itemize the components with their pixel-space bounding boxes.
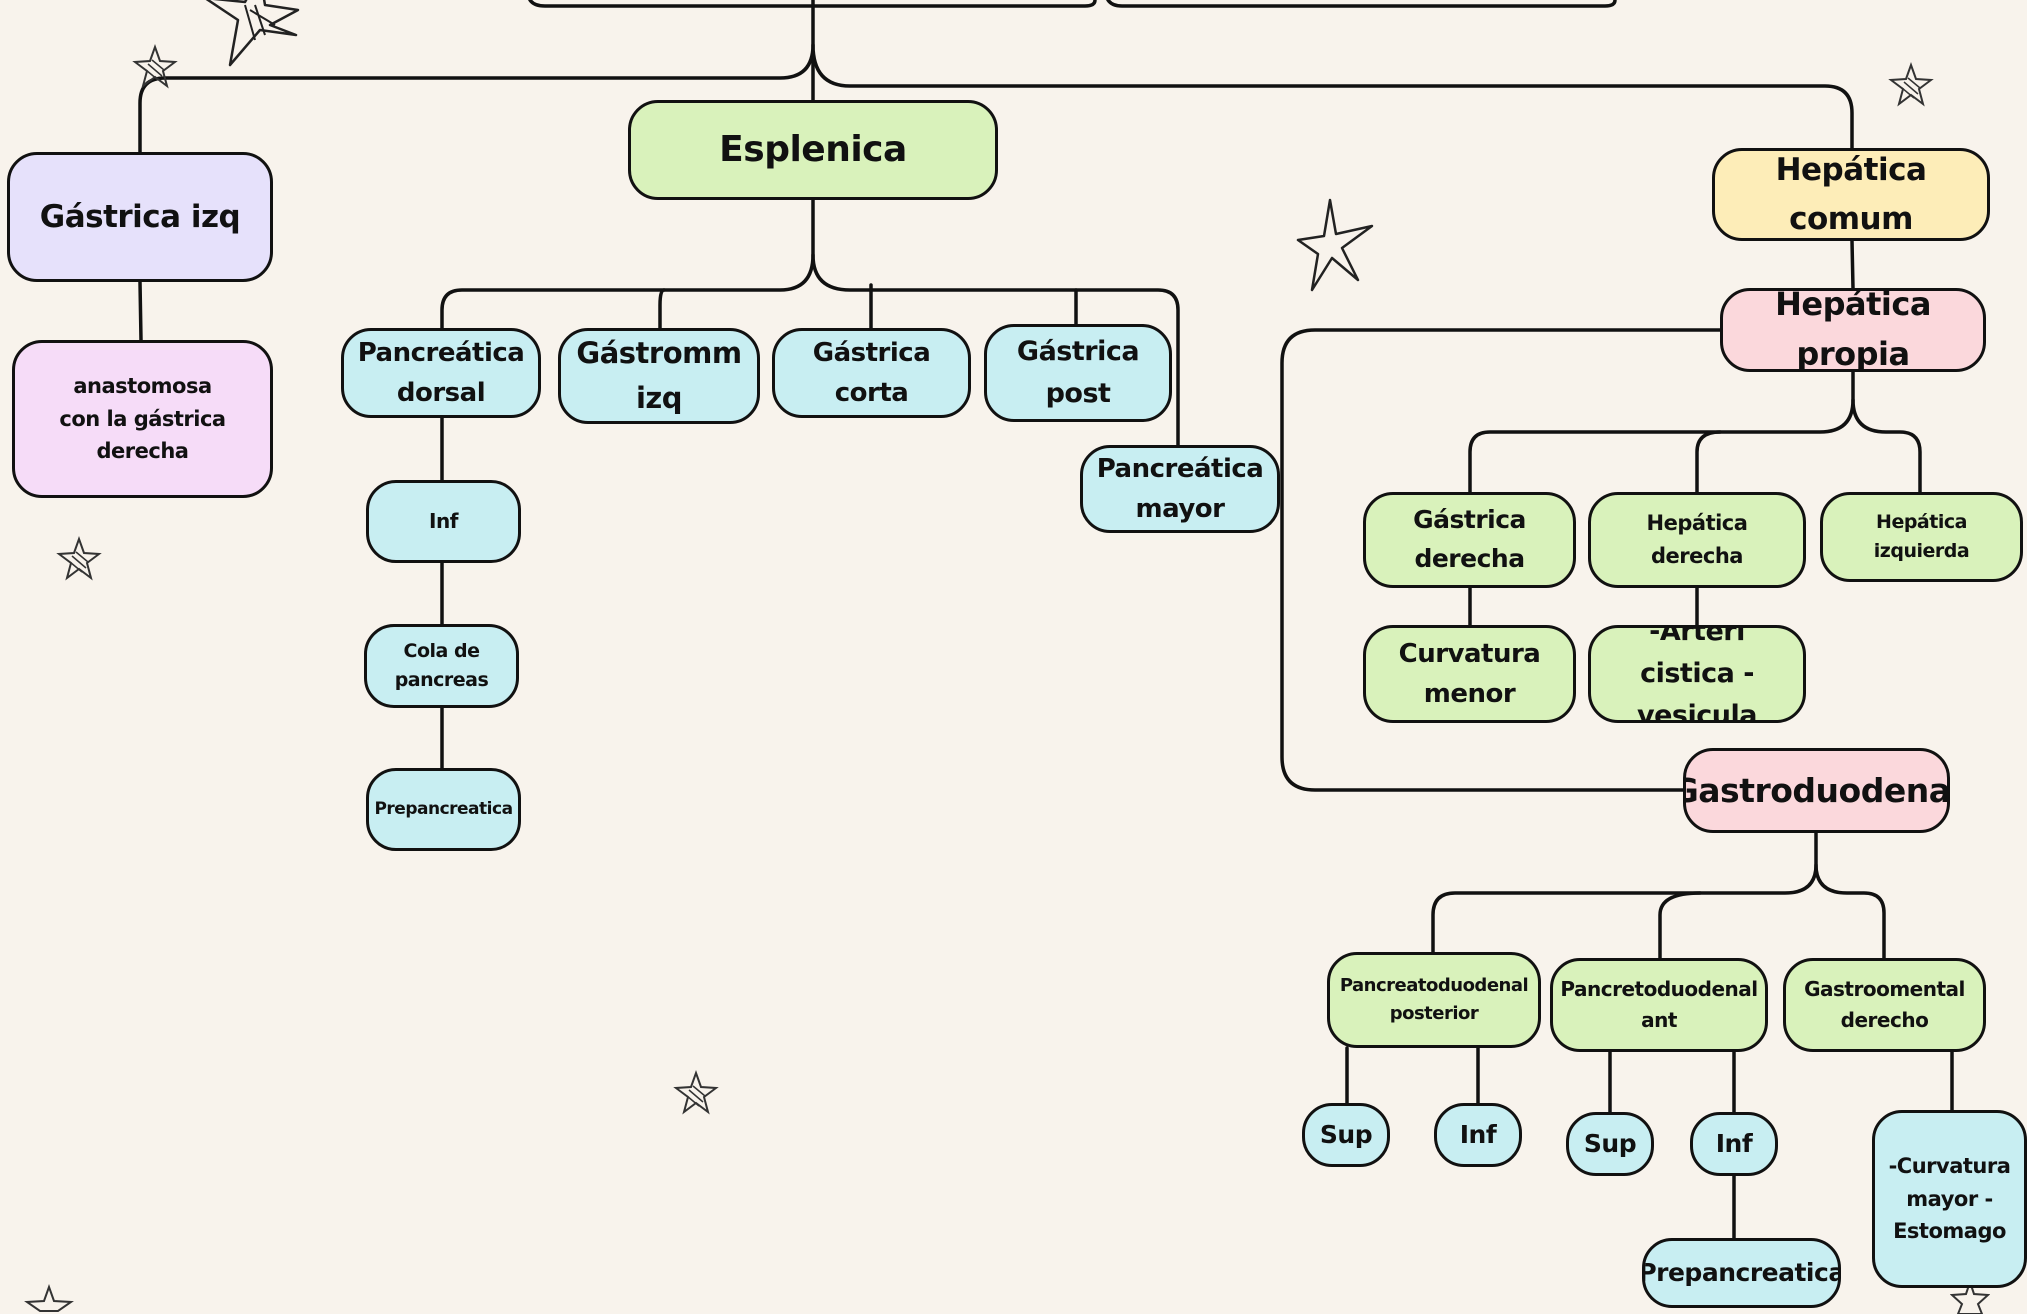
pancreatoduodenal-posterior-label: Pancreatoduodenal posterior [1339,975,1529,1024]
pancreatica-dorsal-label: Pancreática dorsal [357,337,525,408]
gastroduodenal-node: Gastroduodenal [1683,748,1950,833]
prepancreatica-node: Prepancreatica [366,768,521,851]
inf-label: Inf [1715,1128,1753,1158]
inf-node: Inf [1690,1112,1778,1176]
curvatura-menor-node: Curvatura menor [1363,625,1576,723]
star-doodle-icon [205,0,300,67]
star-icon [132,44,178,89]
sup-node: Sup [1302,1103,1390,1167]
gastrica-corta-label: Gástrica corta [812,337,931,408]
pancreatoduodenal-posterior-node: Pancreatoduodenal posterior [1327,952,1541,1048]
prepancreatica-node: Prepancreatica [1642,1238,1841,1308]
sup-label: Sup [1583,1128,1637,1158]
pancretoduodenal-ant-node: Pancretoduodenal ant [1550,958,1768,1052]
pancreatica-dorsal-node: Pancreática dorsal [341,328,541,418]
star-outline-icon [1296,198,1374,292]
cola-de-pancreas-label: Cola de pancreas [394,639,489,691]
gastrica-derecha-label: Gástrica derecha [1413,505,1526,573]
hepatica-comum-label: Hepática comum [1775,152,1927,237]
hepatica-propia-label: Hepática propia [1775,288,1931,372]
star-icon [56,536,102,581]
arteri-cistica-label: -Arteri cistica -vesicula [1637,625,1757,723]
curvatura-mayor-label: -Curvatura mayor -Estomago [1888,1154,2011,1244]
pancreatica-mayor-label: Pancreática mayor [1096,453,1264,524]
inf-label: Inf [429,509,458,533]
curvatura-mayor-node: -Curvatura mayor -Estomago [1872,1110,2027,1288]
gastrica-post-node: Gástrica post [984,324,1172,422]
hepatica-izquierda-node: Hepática izquierda [1820,492,2023,582]
gastromm-izq-node: Gástromm izq [558,328,760,424]
sup-node: Sup [1566,1112,1654,1176]
hepatica-comum-node: Hepática comum [1712,148,1990,241]
star-icon [24,1284,74,1312]
gastrica-corta-node: Gástrica corta [772,328,971,418]
curvatura-menor-label: Curvatura menor [1398,638,1541,709]
gastrica-izq-node: Gástrica izq [7,152,273,282]
inf-node: Inf [1434,1103,1522,1167]
anastomosa-node: anastomosa con la gástrica derecha [12,340,273,498]
gastromm-izq-label: Gástromm izq [576,336,742,415]
hepatica-derecha-node: Hepática derecha [1588,492,1806,588]
gastroomental-derecho-node: Gastroomental derecho [1783,958,1986,1052]
inf-label: Inf [1459,1119,1497,1149]
pancretoduodenal-ant-label: Pancretoduodenal ant [1560,977,1758,1032]
star-icon [1888,62,1934,107]
gastrica-izq-label: Gástrica izq [39,198,241,235]
prepancreatica-label: Prepancreatica [374,799,513,820]
pancreatica-mayor-node: Pancreática mayor [1080,445,1280,533]
gastroomental-derecho-label: Gastroomental derecho [1804,977,1965,1032]
gastrica-post-label: Gástrica post [1016,336,1140,409]
star-icon [1950,1280,1990,1314]
hepatica-propia-node: Hepática propia [1720,288,1986,372]
arteri-cistica-node: -Arteri cistica -vesicula [1588,625,1806,723]
cola-de-pancreas-node: Cola de pancreas [364,624,519,708]
prepancreatica-label: Prepancreatica [1642,1257,1841,1287]
gastrica-derecha-node: Gástrica derecha [1363,492,1576,588]
sup-label: Sup [1319,1119,1373,1149]
esplenica-node: Esplenica [628,100,998,200]
anastomosa-label: anastomosa con la gástrica derecha [59,374,226,464]
inf-node: Inf [366,480,521,563]
hepatica-derecha-label: Hepática derecha [1646,511,1748,568]
star-icon [673,1070,719,1115]
hepatica-izquierda-label: Hepática izquierda [1873,510,1970,562]
esplenica-label: Esplenica [719,129,907,171]
gastroduodenal-label: Gastroduodenal [1683,770,1950,810]
